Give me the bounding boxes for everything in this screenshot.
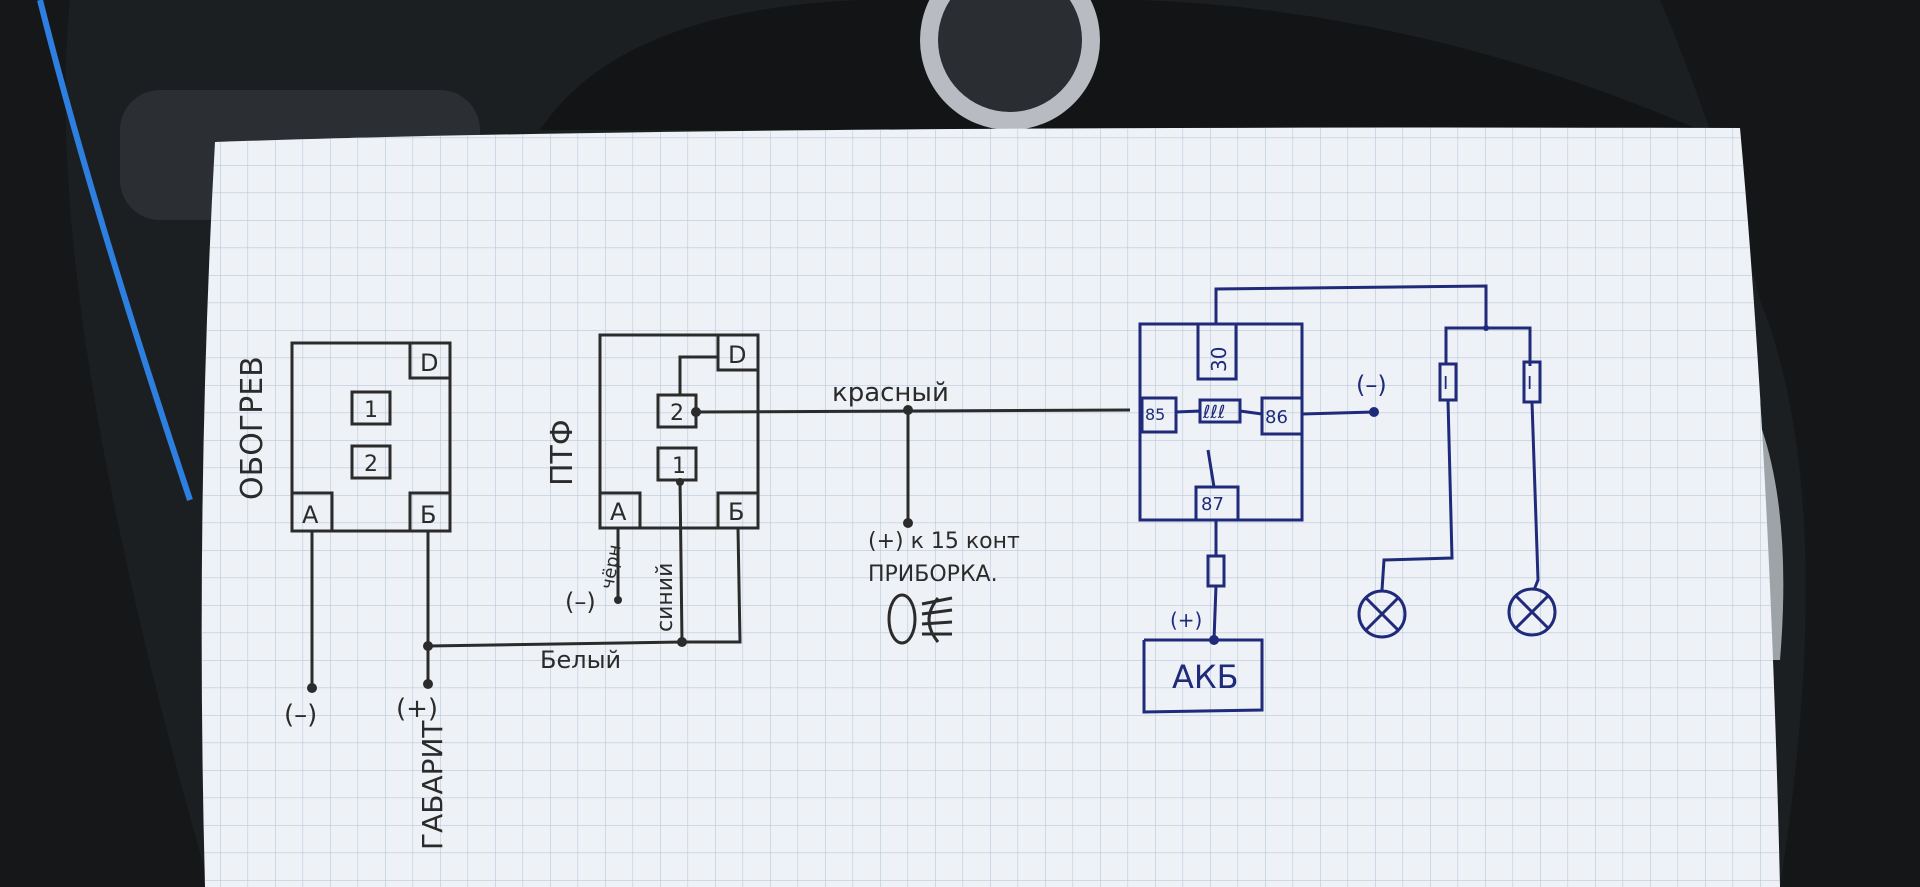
- grid-lines: [201, 127, 1780, 887]
- relay-pin-85-box: [1140, 396, 1178, 434]
- fog-pin-b-label: Б: [728, 498, 744, 526]
- heater-plus-label: (+): [396, 694, 438, 724]
- battery-terminal: [1209, 635, 1219, 645]
- red-wire-junction: [903, 405, 913, 415]
- relay-switch-arm: [1206, 449, 1216, 488]
- battery-label: АКБ: [1172, 658, 1239, 696]
- lamp-1-wire: [1380, 399, 1454, 591]
- heater-pin-d-label: D: [420, 349, 438, 377]
- steering-wheel-hub: [540, 0, 1700, 130]
- fog-ground-label: (–): [565, 588, 596, 616]
- fuse-1-label: I: [1443, 373, 1448, 394]
- red-wire: [695, 408, 1131, 414]
- fog-pin-2-terminal: [691, 407, 701, 417]
- fog-pin-a-box: [598, 491, 642, 530]
- pin-30-wire: [1214, 284, 1488, 328]
- ignition-label-line1: (+) к 15 конт: [868, 529, 1020, 554]
- fog-internal-link: [678, 355, 718, 395]
- lamp-feed-junction: [1483, 325, 1489, 331]
- relay-ground-wire: [1301, 410, 1375, 416]
- white-wire-label: Белый: [540, 646, 621, 674]
- white-wire: [427, 640, 683, 648]
- heater-pin-2-box: [350, 444, 392, 480]
- blue-wire: [678, 479, 684, 643]
- lamp-2-wire: [1530, 401, 1540, 591]
- gabarit-label: ГАБАРИТ: [416, 720, 449, 850]
- fog-module-box: [598, 333, 760, 530]
- battery-wire: [1212, 585, 1218, 641]
- heater-module: [290, 341, 683, 688]
- ignition-terminal: [903, 518, 913, 528]
- heater-module-box: [290, 341, 452, 533]
- fog-pin-d-label: D: [728, 341, 746, 369]
- relay-ground-terminal: [1369, 407, 1379, 417]
- fog-pin-b-wire: [682, 527, 742, 644]
- blue-wire-junction: [677, 637, 687, 647]
- heater-pin-a-label: А: [302, 501, 319, 529]
- lamp-2-icon: [1507, 587, 1557, 637]
- fog-pin-1-terminal: [676, 478, 684, 486]
- relay-pin-85-label: 85: [1145, 405, 1165, 424]
- notebook-page: [201, 127, 1780, 887]
- heater-pin-b-label: Б: [420, 501, 436, 529]
- heater-pin-1-box: [350, 390, 392, 426]
- heater-pin-d-box: [408, 341, 452, 380]
- blue-cable: [37, 0, 193, 501]
- heater-pin-1-label: 1: [364, 398, 378, 423]
- fog-pin-2-label: 2: [670, 401, 684, 426]
- relay-pin-86-box: [1260, 396, 1304, 436]
- relay-pin-87-label: 87: [1201, 494, 1224, 515]
- heater-ground-terminal: [307, 683, 317, 693]
- battery-plus-label: (+): [1170, 608, 1202, 632]
- fog-pin-d-box: [716, 333, 760, 372]
- relay-pin-30-label: 30: [1207, 347, 1231, 372]
- steering-wheel-rim-left: [0, 0, 210, 887]
- fog-light-symbol-icon: [887, 593, 953, 645]
- heater-pin-b-box: [408, 491, 452, 533]
- white-wire-junction: [423, 641, 433, 651]
- fog-module-title: ПТФ: [545, 419, 580, 486]
- heater-plus-terminal: [423, 679, 433, 689]
- fog-ground-terminal: [614, 596, 622, 604]
- relay-ground-label: (–): [1356, 371, 1387, 399]
- coil-wire-right: [1239, 409, 1263, 416]
- battery-box: [1142, 638, 1264, 714]
- fuse-2-label: I: [1527, 373, 1532, 394]
- coil-wire-left: [1175, 409, 1201, 414]
- heater-pin-2-label: 2: [364, 452, 378, 477]
- heater-module-title: ОБОГРЕВ: [235, 356, 270, 500]
- relay-pin-86-label: 86: [1265, 407, 1288, 428]
- steering-wheel-rim-right: [1660, 0, 1920, 887]
- ignition-label-line2: ПРИБОРКА.: [868, 562, 998, 587]
- relay-coil-label: ℓℓℓ: [1202, 402, 1225, 423]
- red-wire-label: красный: [832, 378, 949, 408]
- blue-wire-label: синий: [653, 563, 678, 632]
- fog-pin-1-label: 1: [672, 454, 686, 479]
- heater-ground-label: (–): [284, 700, 317, 730]
- lamp-1-icon: [1357, 589, 1407, 639]
- fog-pin-a-label: А: [610, 498, 627, 526]
